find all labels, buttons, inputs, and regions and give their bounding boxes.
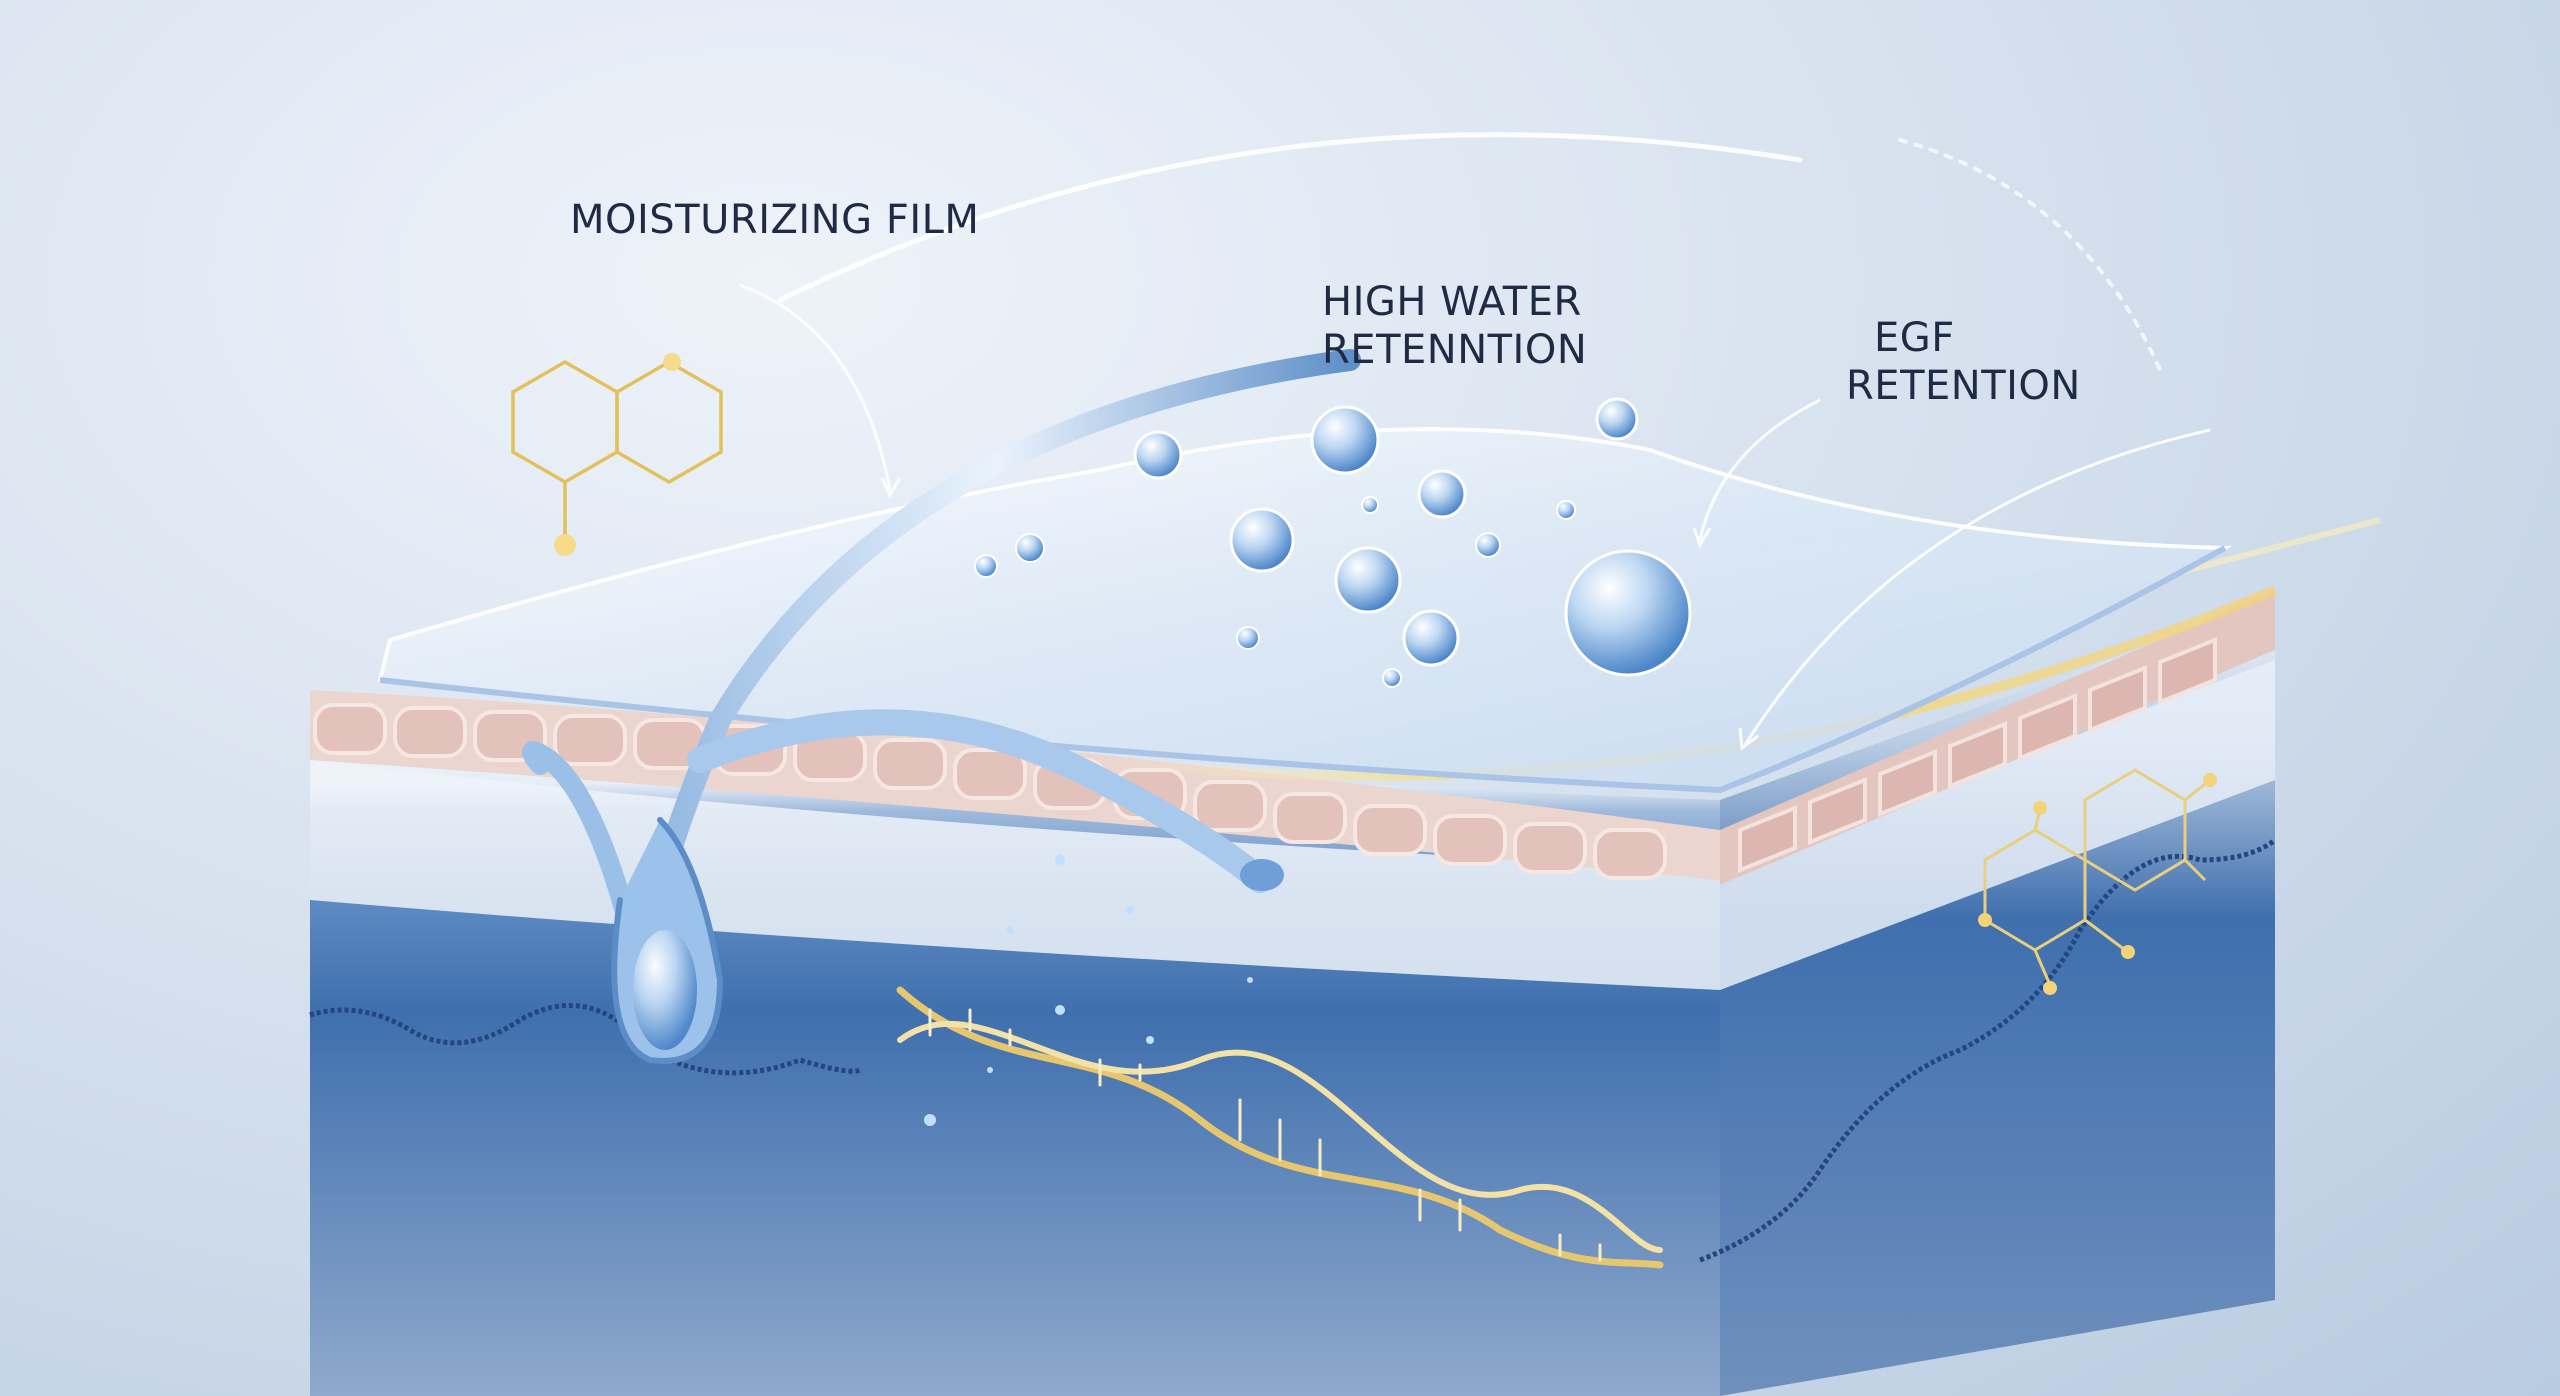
- sparkle-dots: [924, 855, 1253, 1126]
- hexagon-molecule-icon: [511, 353, 723, 556]
- high-water-retention-label: HIGH WATER RETENNTION: [1322, 278, 1587, 374]
- callout-arrows: [739, 283, 2211, 751]
- benzene-molecule-icon: [1978, 768, 2217, 995]
- water-bubbles: [974, 397, 1692, 688]
- nerve-fiber-left: [309, 1003, 862, 1076]
- moisturizing-film-edge: [379, 545, 2227, 794]
- high-water-retention-line-1: HIGH WATER: [1322, 279, 1582, 325]
- egf-retention-arrow-top: [1698, 398, 1821, 541]
- dermis-white-band: [310, 760, 1720, 990]
- egf-retention-label: EGF RETENTION: [1846, 314, 2081, 410]
- hair-follicle-icon: [522, 132, 2162, 1064]
- high-water-retention-line-2: RETENNTION: [1322, 327, 1588, 373]
- moisturizing-film-arrow: [739, 283, 892, 491]
- egf-retention-arrow-bottom: [1743, 428, 2211, 746]
- epidermis-cells-side: [1738, 637, 2217, 873]
- nerve-fiber-right: [1699, 838, 2277, 1263]
- moisturizing-film-label-text: MOISTURIZING FILM: [570, 197, 980, 243]
- egf-retention-line-1: EGF: [1874, 315, 1955, 361]
- dermis-white-band-side: [1720, 660, 2275, 990]
- egf-retention-line-2: RETENTION: [1846, 363, 2081, 409]
- moisturizing-film-label: MOISTURIZING FILM: [570, 196, 979, 244]
- dna-helix-icon: [896, 986, 1664, 1269]
